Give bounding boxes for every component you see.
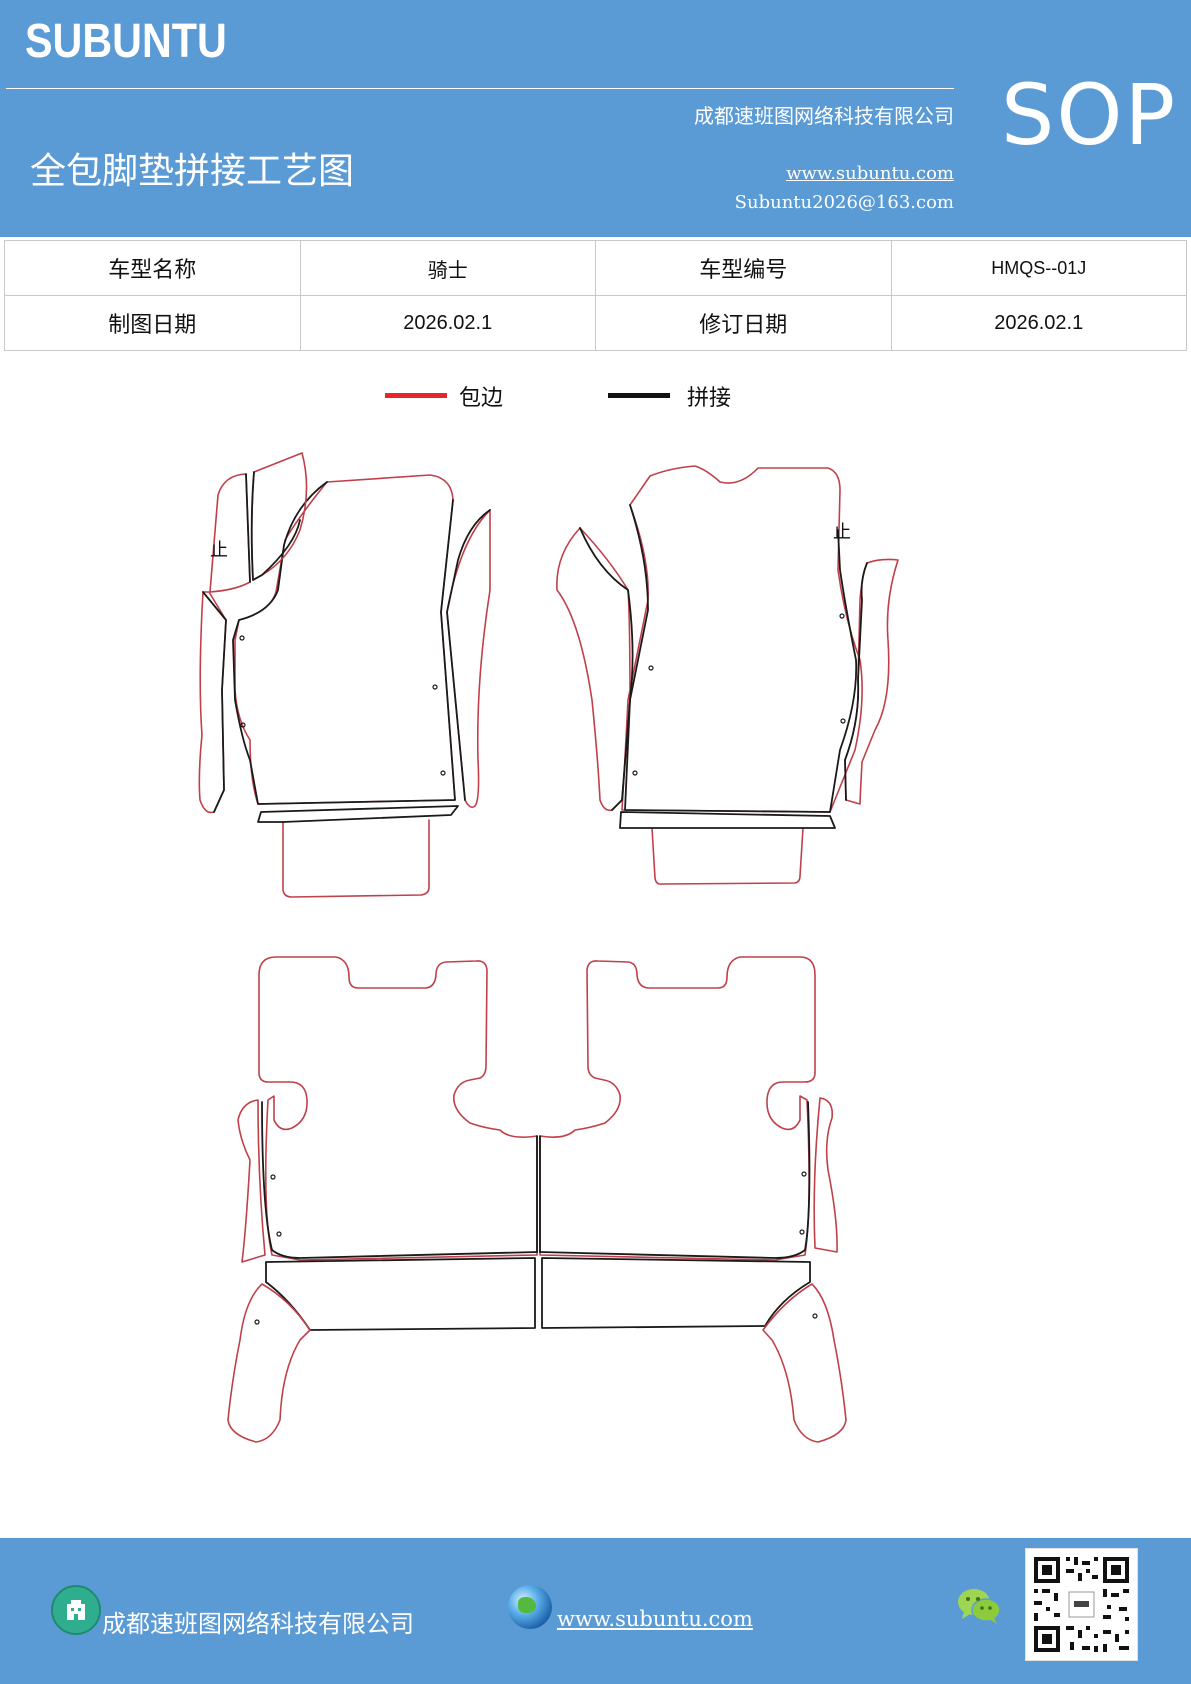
front-left-corner-seam xyxy=(245,473,251,583)
front-left-side-strip-seam xyxy=(446,509,491,801)
revise-date-value: 2026.02.1 xyxy=(890,295,1187,351)
front-right-anchor-holes xyxy=(632,613,846,776)
sop-badge: SOP xyxy=(1001,66,1178,164)
front-left-heel-pad-edge xyxy=(282,819,430,898)
header-banner: SUBUNTU 成都速班图网络科技有限公司 全包脚垫拼接工艺图 www.subu… xyxy=(0,0,1191,237)
footer-website-link[interactable]: www.subuntu.com xyxy=(557,1607,753,1631)
table-row: 制图日期 2026.02.1 修订日期 2026.02.1 xyxy=(4,295,1187,351)
legend-label-seam: 拼接 xyxy=(687,386,732,411)
rear-mat xyxy=(227,956,847,1443)
front-left-top-strip-seam xyxy=(250,471,301,581)
rear-left-corner-edge xyxy=(227,1283,311,1443)
front-left-side-strip-edge xyxy=(446,509,491,808)
header-divider xyxy=(6,88,954,89)
front-right-heel-pad-seam xyxy=(619,811,836,829)
table-row: 车型名称 骑士 车型编号 HMQS--01J xyxy=(4,240,1187,296)
front-left-top-strip-edge xyxy=(250,452,308,581)
draw-date-label: 制图日期 xyxy=(4,295,301,351)
floor-mat-diagram: 止 止 xyxy=(198,452,899,1443)
rear-right-corner-edge xyxy=(762,1283,847,1443)
qr-code[interactable] xyxy=(1025,1548,1138,1661)
legend-swatch-seam xyxy=(608,393,670,398)
draw-date-value: 2026.02.1 xyxy=(299,295,596,351)
front-right-left-strip-seam xyxy=(579,527,634,811)
rear-right-lower-seam xyxy=(539,1101,811,1329)
footer-banner: 成都速班图网络科技有限公司 www.subuntu.com xyxy=(0,1538,1191,1684)
front-left-main-seam xyxy=(232,481,456,805)
front-right-mat xyxy=(556,465,899,885)
model-code-value: HMQS--01J xyxy=(890,240,1187,296)
stop-mark-right: 止 xyxy=(833,522,851,543)
model-info-table: 车型名称 骑士 车型编号 HMQS--01J 制图日期 2026.02.1 修订… xyxy=(4,240,1187,351)
rear-center-seam xyxy=(536,1135,541,1253)
front-right-main-edge xyxy=(621,465,863,813)
stop-mark-left: 止 xyxy=(210,540,228,561)
model-code-label: 车型编号 xyxy=(595,240,892,296)
company-name: 成都速班图网络科技有限公司 xyxy=(694,104,954,128)
legend-label-edging: 包边 xyxy=(459,386,504,411)
front-left-mat xyxy=(198,452,491,898)
front-left-anchor-holes xyxy=(239,635,446,776)
footer-company-name: 成都速班图网络科技有限公司 xyxy=(102,1610,414,1638)
wechat-icon[interactable] xyxy=(956,1586,1002,1626)
front-left-outer-strip-edge xyxy=(198,591,227,814)
website-link[interactable]: www.subuntu.com xyxy=(786,163,954,184)
rear-right-top-edge xyxy=(539,956,816,1261)
front-right-heel-pad-edge xyxy=(651,827,804,885)
rear-left-top-edge xyxy=(258,956,538,1261)
model-name-label: 车型名称 xyxy=(4,240,301,296)
front-left-heel-pad-seam xyxy=(257,805,459,823)
document-title: 全包脚垫拼接工艺图 xyxy=(30,151,355,192)
front-right-main-seam xyxy=(624,504,858,813)
front-left-outer-strip-seam xyxy=(202,591,227,813)
rear-left-outer-strip-edge xyxy=(237,1099,266,1263)
revise-date-label: 修订日期 xyxy=(595,295,892,351)
rear-left-lower-seam xyxy=(261,1101,538,1331)
front-right-outer-strip-edge xyxy=(844,558,899,805)
front-left-corner-edge xyxy=(209,473,251,593)
globe-icon xyxy=(508,1585,552,1629)
rear-anchor-holes xyxy=(254,1171,818,1325)
company-icon xyxy=(51,1585,101,1635)
rear-right-outer-strip-edge xyxy=(813,1097,838,1253)
email-address: Subuntu2026@163.com xyxy=(734,192,954,213)
front-left-main-edge xyxy=(234,474,456,805)
brand-logo: SUBUNTU xyxy=(25,15,227,68)
front-right-left-strip-edge xyxy=(556,527,631,812)
legend-swatch-edging xyxy=(385,393,447,398)
legend: 包边 拼接 xyxy=(0,380,1191,420)
qr-code-pattern xyxy=(1034,1557,1129,1652)
front-right-outer-strip-seam xyxy=(844,562,868,801)
model-name-value: 骑士 xyxy=(299,240,596,296)
